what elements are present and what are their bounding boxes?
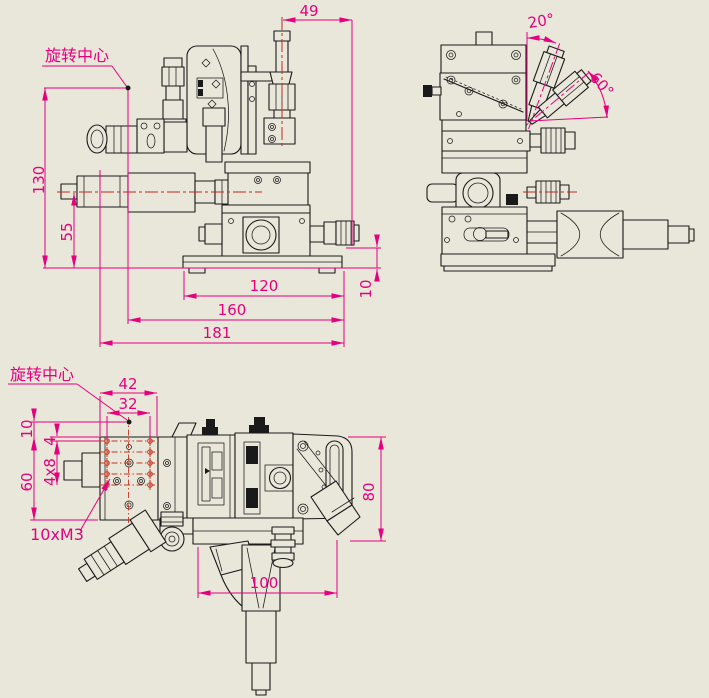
bottom-view [63, 417, 361, 696]
rotation-knob [159, 511, 185, 552]
thread-callout: 10xM3 [30, 478, 111, 544]
base-plate [182, 255, 343, 274]
dim-side-angle-swing: 60° [586, 69, 617, 101]
mid-plates [441, 119, 576, 174]
dim-bottom-hole-margin: 4 [41, 436, 59, 446]
bottom-rotation-center-point [126, 419, 132, 425]
top-block [440, 31, 527, 74]
lower-slide-stage [441, 206, 528, 255]
dim-bottom-body-length: 100 [250, 574, 279, 592]
body-sections [157, 417, 296, 521]
lower-stage [198, 212, 311, 257]
dim-side-angle-tilt: 20° [526, 10, 555, 32]
clamp-knob [423, 85, 432, 97]
dim-front-mid-width: 160 [218, 301, 247, 319]
dim-bottom-thread-callout: 10xM3 [30, 525, 84, 544]
side-base [440, 253, 556, 272]
front-rotation-center-callout: 旋转中心 [42, 46, 131, 91]
dim-front-height-center: 130 [30, 166, 48, 195]
dim-bottom-flange-width: 42 [118, 375, 137, 393]
bottom-rotation-center-callout: 旋转中心 [8, 365, 132, 425]
vertical-micrometer [241, 544, 281, 696]
dim-front-total-width: 181 [203, 324, 232, 342]
front-rotation-center-point [125, 85, 131, 91]
left-spindle [63, 452, 101, 488]
bore-block [426, 172, 570, 215]
theta-micrometer [86, 118, 188, 154]
front-rotation-center-label: 旋转中心 [45, 46, 109, 65]
bottom-rotation-center-label: 旋转中心 [10, 365, 74, 384]
dim-front-height-axis: 55 [58, 222, 76, 241]
dim-bottom-hole-span: 32 [118, 395, 137, 413]
side-view [423, 31, 695, 272]
goniometer-wedge [423, 72, 527, 121]
lower-right-micrometer [309, 220, 360, 246]
dim-bottom-body-height: 80 [360, 482, 378, 501]
side-right-micrometer [526, 210, 695, 259]
rotary-plate [186, 45, 275, 163]
tilt-micrometer-60 [522, 69, 592, 129]
upper-right-micrometer [263, 30, 296, 145]
right-block [292, 433, 361, 536]
dim-bottom-hole-pitch: 4x8 [41, 458, 59, 486]
dim-bottom-flange-height: 60 [18, 472, 36, 491]
mid-stage [221, 161, 311, 214]
dim-bottom-center-offset: 10 [18, 419, 36, 438]
ring-knob [270, 526, 296, 569]
dim-front-top-offset: 49 [299, 2, 318, 20]
dim-front-base-thickness: 10 [357, 279, 375, 298]
angled-micrometer [77, 509, 167, 582]
dim-front-base-width: 120 [250, 277, 279, 295]
